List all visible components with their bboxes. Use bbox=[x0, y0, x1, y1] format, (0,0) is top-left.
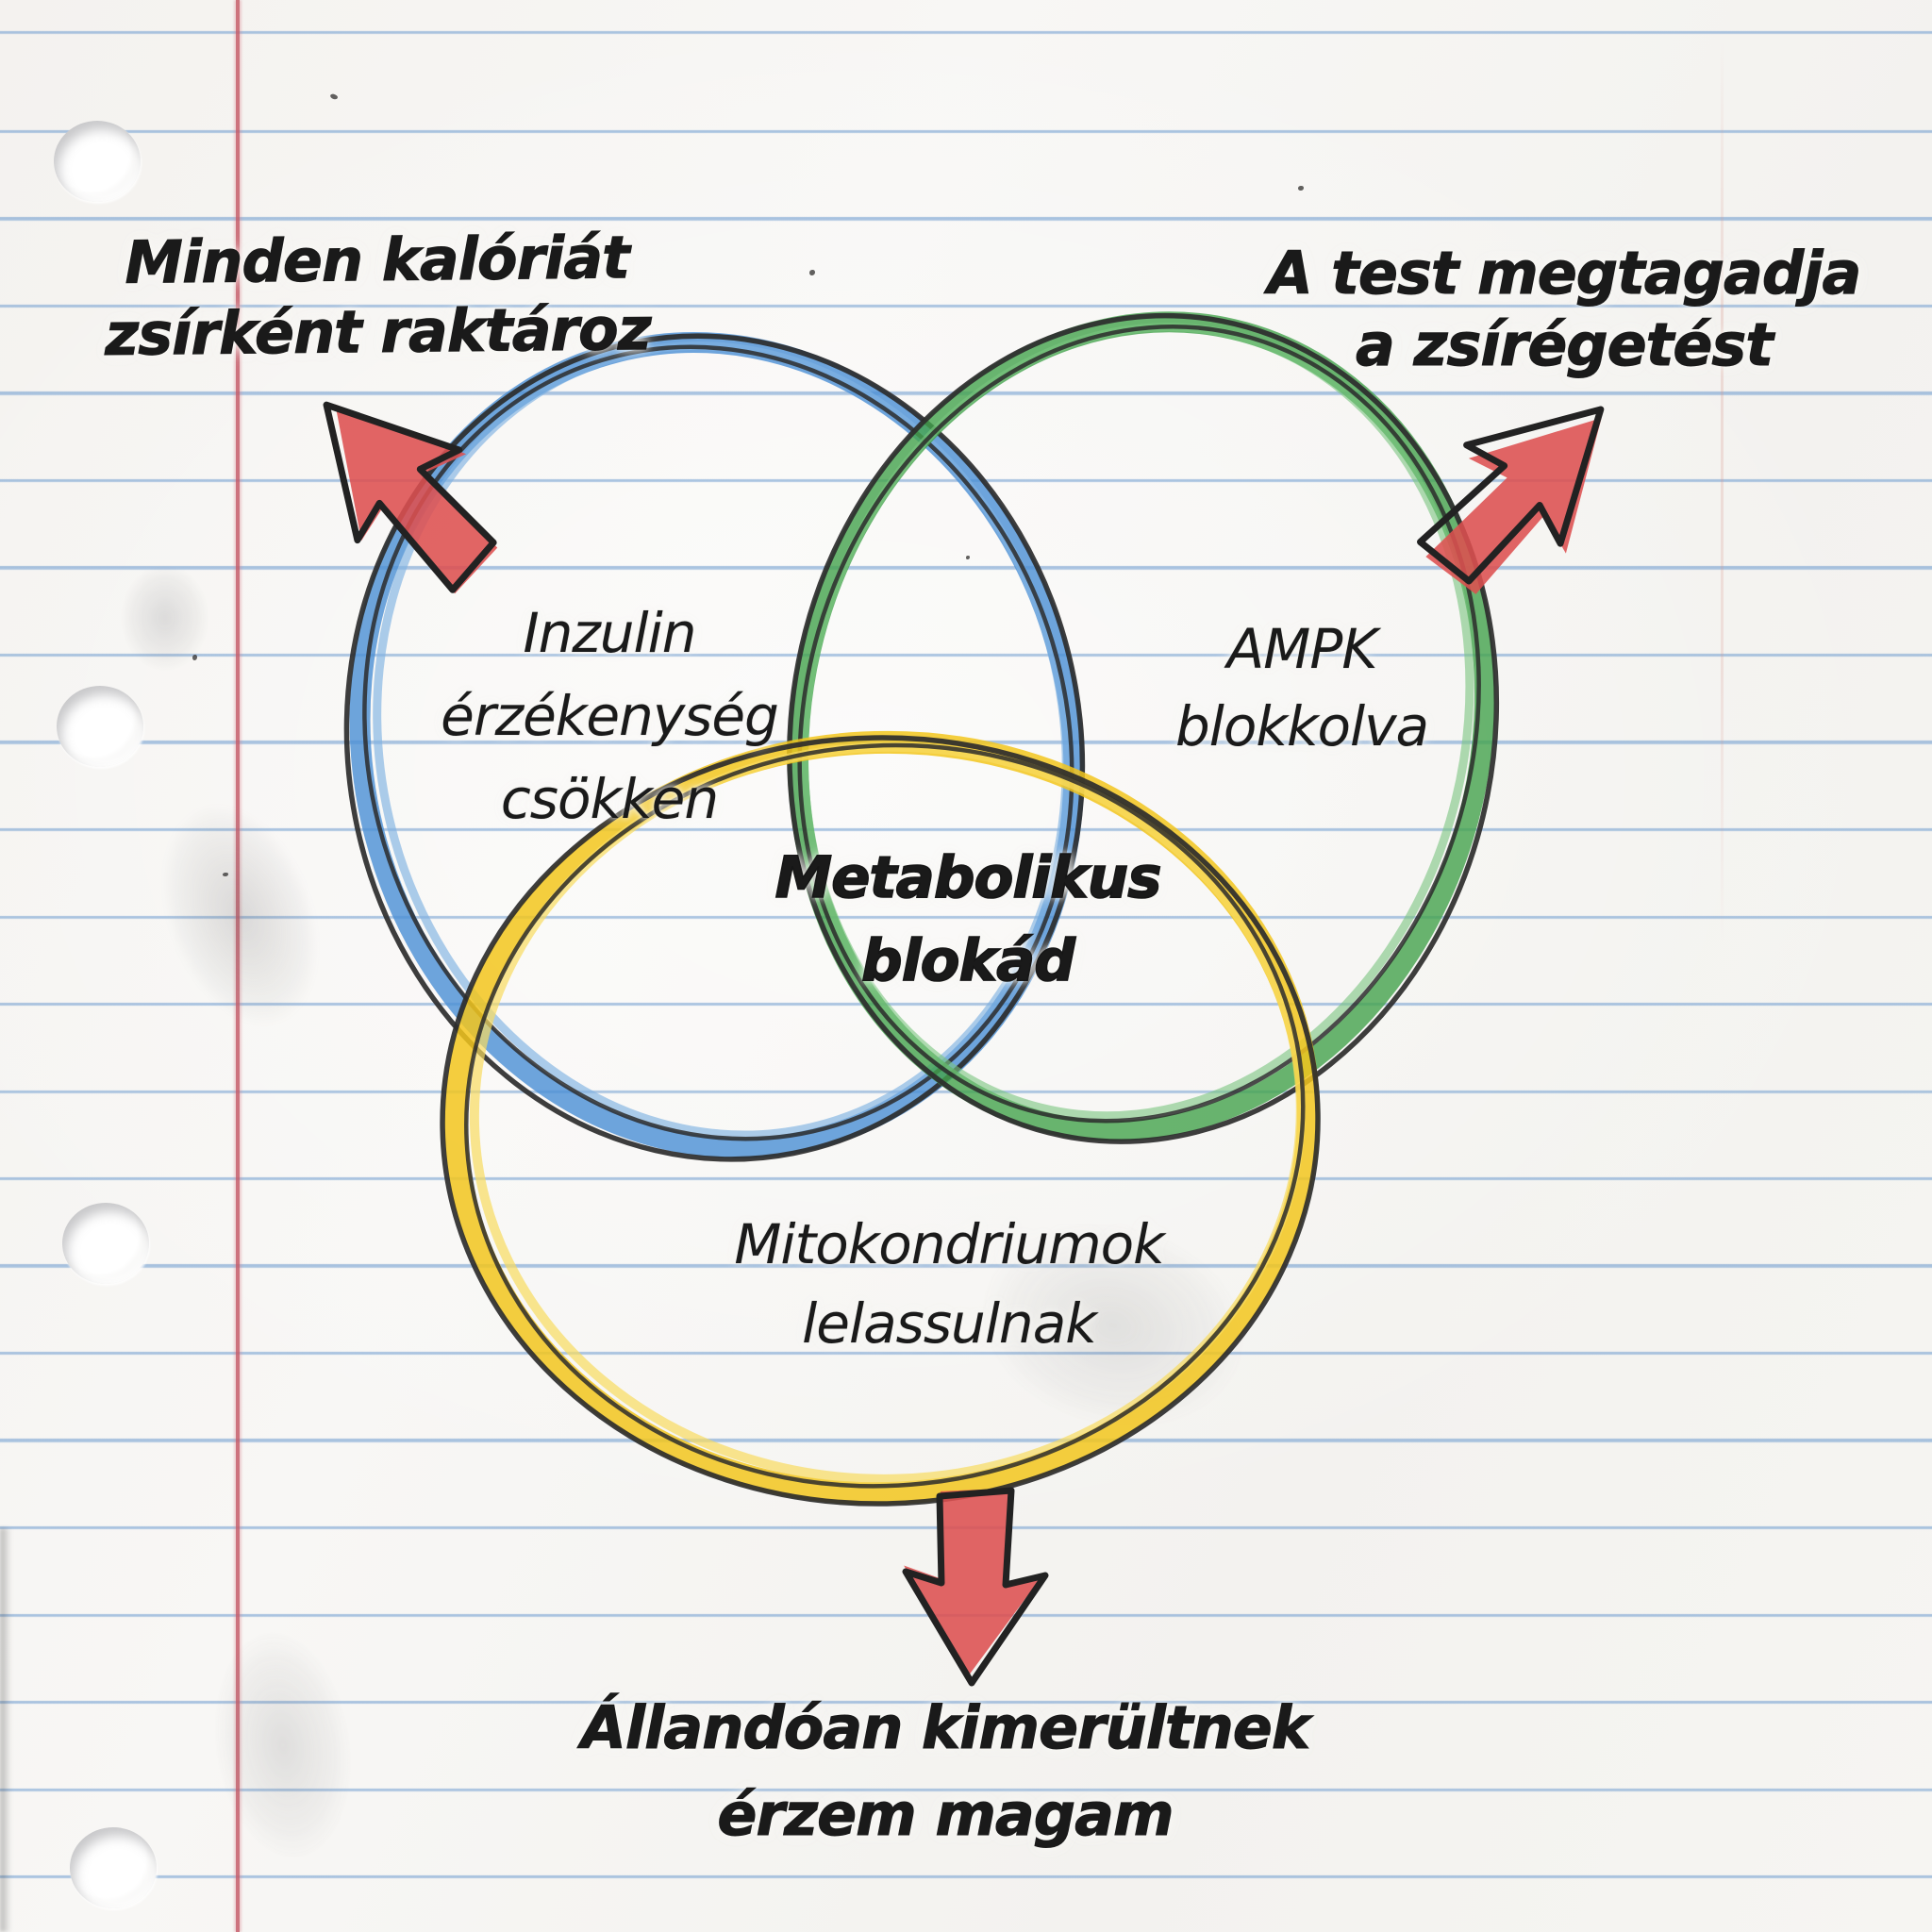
punch-hole bbox=[70, 1827, 157, 1908]
ink-speck bbox=[1298, 186, 1304, 191]
label-mitochondria: Mitokondriumok lelassulnak bbox=[734, 1205, 1164, 1363]
circle-label-line: Mitokondriumok bbox=[734, 1212, 1164, 1276]
callout-line: érzem magam bbox=[717, 1780, 1174, 1850]
margin-line bbox=[236, 0, 240, 1932]
circle-label-line: blokkolva bbox=[1174, 694, 1429, 758]
callout-exhausted: Állandóan kimerültnek érzem magam bbox=[580, 1685, 1310, 1858]
punch-hole bbox=[62, 1203, 149, 1284]
callout-line: Állandóan kimerültnek bbox=[580, 1693, 1310, 1763]
paper-crease bbox=[1721, 38, 1724, 943]
label-ampk: AMPK blokkolva bbox=[1174, 610, 1429, 765]
callout-line: zsírként raktároz bbox=[104, 293, 652, 370]
ink-speck bbox=[966, 556, 970, 559]
ink-speck bbox=[192, 655, 197, 660]
venn-circle-ampk bbox=[787, 311, 1500, 1144]
pencil-smudge bbox=[123, 566, 208, 670]
ink-speck bbox=[223, 873, 228, 876]
circle-label-line: lelassulnak bbox=[802, 1291, 1097, 1356]
callout-store-fat: Minden kalóriát zsírként raktároz bbox=[104, 222, 651, 371]
circle-label-line: Inzulin bbox=[523, 601, 696, 665]
circle-label-line: csökken bbox=[500, 767, 719, 831]
label-insulin: Inzulin érzékenység csökken bbox=[441, 591, 779, 841]
circle-label-line: AMPK bbox=[1226, 617, 1378, 681]
center-label-line: blokád bbox=[860, 926, 1075, 995]
punch-hole bbox=[57, 686, 143, 767]
arrow-down-icon bbox=[902, 1487, 1049, 1687]
venn-circle-insulin bbox=[343, 332, 1086, 1162]
callout-line: Minden kalóriát bbox=[124, 223, 630, 298]
center-label: Metabolikus blokád bbox=[774, 837, 1163, 1003]
callout-no-fat-burn: A test megtagadja a zsírégetést bbox=[1267, 238, 1862, 381]
center-label-line: Metabolikus bbox=[774, 843, 1163, 912]
arrow-up-right-icon bbox=[1417, 406, 1605, 594]
callout-line: A test megtagadja bbox=[1267, 239, 1862, 308]
punch-hole bbox=[54, 121, 141, 202]
page-edge-shadow bbox=[0, 1528, 11, 1932]
ink-speck bbox=[809, 270, 815, 275]
callout-line: a zsírégetést bbox=[1356, 310, 1774, 380]
venn-circle-mitochondria bbox=[440, 730, 1321, 1507]
circle-label-line: érzékenység bbox=[441, 684, 779, 748]
arrow-up-left-icon bbox=[323, 401, 498, 594]
